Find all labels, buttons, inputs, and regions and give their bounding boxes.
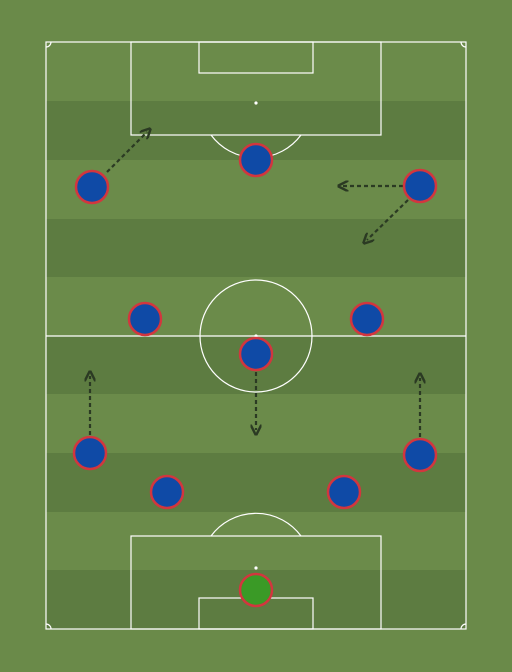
players [72,142,438,608]
player-right-center-mid[interactable] [349,301,385,337]
top-goal-box [198,41,314,74]
arrow-right-forward-diagonal [367,199,409,240]
corner-arc-top-right [460,41,467,48]
bottom-penalty-arc [210,512,302,537]
movement-arrows [90,132,420,437]
player-defensive-mid[interactable] [238,336,274,372]
pitch-stripes [46,42,466,629]
player-striker[interactable] [238,142,274,178]
player-goalkeeper[interactable] [238,572,274,608]
player-left-center-mid[interactable] [127,301,163,337]
corner-arc-bottom-right [460,623,467,630]
bottom-penalty-spot [254,566,258,570]
top-penalty-spot [254,101,258,105]
player-left-center-back[interactable] [149,474,185,510]
corner-arc-bottom-left [45,623,52,630]
player-right-forward[interactable] [402,168,438,204]
player-left-forward[interactable] [74,169,110,205]
player-right-back[interactable] [402,437,438,473]
player-right-center-back[interactable] [326,474,362,510]
arrow-left-forward-run [106,132,147,173]
center-circle [199,279,313,393]
player-left-back[interactable] [72,435,108,471]
corner-arc-top-left [45,41,52,48]
